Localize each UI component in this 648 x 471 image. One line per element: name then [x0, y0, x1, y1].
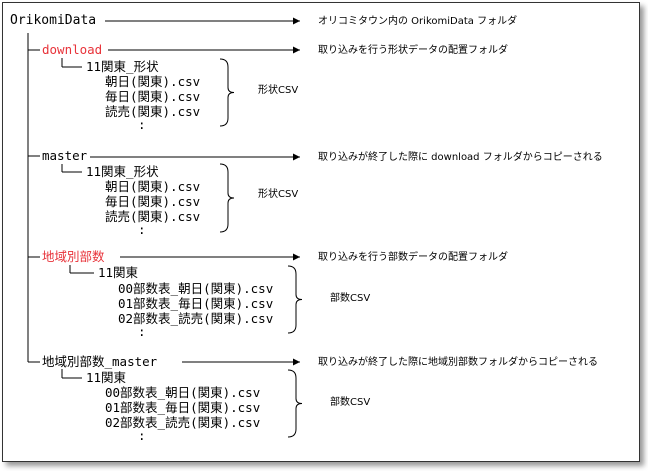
folder-download: download [42, 42, 103, 57]
brace [219, 163, 235, 233]
ellipsis: : [138, 428, 146, 443]
arrow-head [293, 153, 300, 161]
root-note: オリコミタウン内の OrikomiData フォルダ [318, 16, 518, 27]
brace-label-chiiki-busu: 部数CSV [330, 293, 371, 304]
folder-chiiki-busu: 地域別部数 [42, 249, 105, 264]
file-item: 読売(関東).csv [105, 104, 201, 119]
file-item: 02部数表_読売(関東).csv [118, 311, 274, 326]
brace-label-download: 形状CSV [258, 85, 299, 96]
brace [219, 58, 235, 127]
arrow-head [293, 46, 300, 54]
brace [287, 369, 303, 438]
note-chiiki-busu-master: 取り込みが終了した際に地域別部数フォルダからコピーされる [318, 357, 598, 368]
note-chiiki-busu: 取り込みを行う部数データの配置フォルダ [318, 252, 508, 263]
file-item: 00部数表_朝日(関東).csv [105, 385, 261, 400]
ellipsis: : [138, 222, 146, 237]
file-item: 01部数表_毎日(関東).csv [118, 296, 274, 311]
file-item: 毎日(関東).csv [105, 89, 201, 104]
arrow-head [293, 358, 300, 366]
subfolder-download: 11関東_形状 [86, 59, 159, 74]
file-item: 朝日(関東).csv [105, 74, 201, 89]
arrow-head [293, 253, 300, 261]
folder-chiiki-busu-master: 地域別部数_master [42, 354, 158, 369]
brace-label-master: 形状CSV [258, 189, 299, 200]
diagram-frame [2, 2, 640, 462]
ellipsis: : [138, 117, 146, 132]
file-item: 02部数表_読売(関東).csv [105, 415, 261, 430]
note-download: 取り込みを行う形状データの配置フォルダ [318, 45, 508, 56]
file-item: 00部数表_朝日(関東).csv [118, 281, 274, 296]
file-item: 朝日(関東).csv [105, 179, 201, 194]
arrow-head [293, 17, 300, 25]
subfolder-chiiki-busu-master: 11関東 [86, 370, 127, 385]
note-master: 取り込みが終了した際に download フォルダからコピーされる [318, 152, 603, 163]
root-folder-label: OrikomiData [10, 13, 97, 28]
brace [287, 265, 303, 334]
subfolder-master: 11関東_形状 [86, 164, 159, 179]
brace-label-chiiki-busu-master: 部数CSV [330, 397, 371, 408]
subfolder-chiiki-busu: 11関東 [98, 265, 139, 280]
folder-master: master [42, 148, 88, 163]
file-item: 毎日(関東).csv [105, 194, 201, 209]
file-item: 01部数表_毎日(関東).csv [105, 400, 261, 415]
file-item: 読売(関東).csv [105, 209, 201, 224]
ellipsis: : [138, 324, 146, 339]
